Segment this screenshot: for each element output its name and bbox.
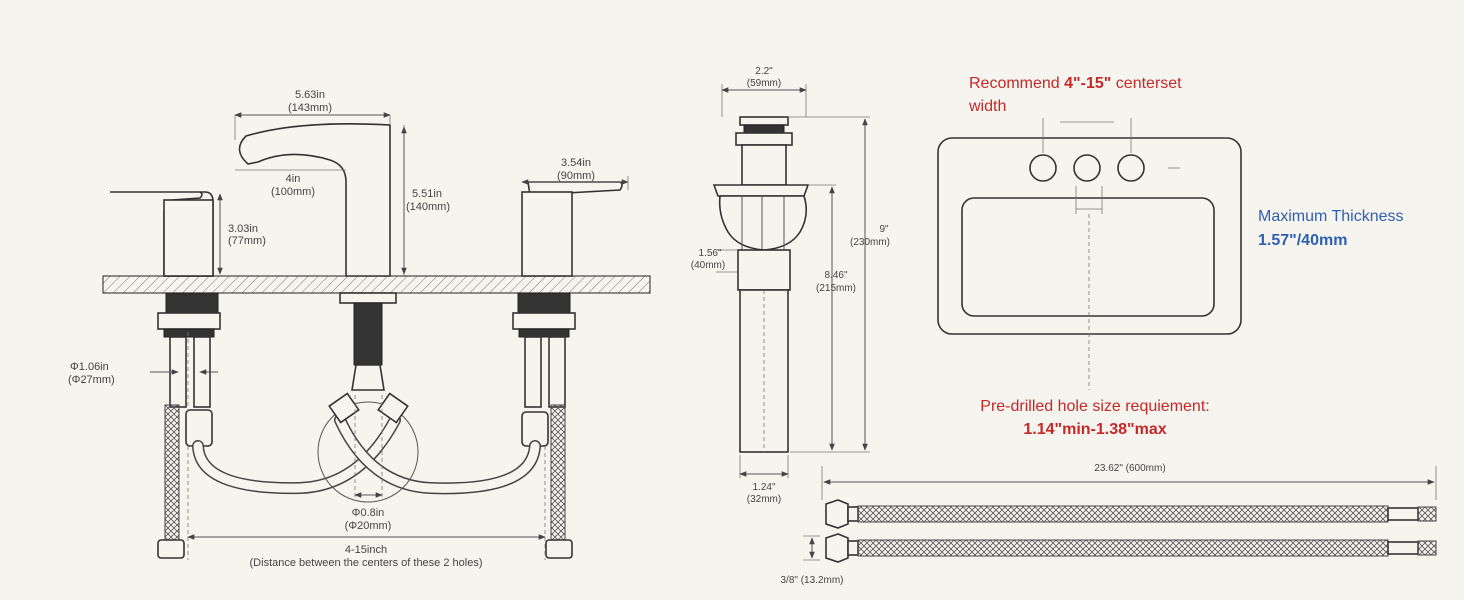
hole-size-value: 1.14"min-1.38"max [1023, 421, 1166, 438]
spout-reach-label: 4in [286, 173, 301, 185]
drain-tail-diameter-label: 1.24" [752, 482, 775, 493]
spread-label: 4-15inch [345, 544, 387, 556]
drain-top-diameter-mm-label: (59mm) [747, 78, 781, 89]
max-thickness-label: Maximum Thickness [1258, 208, 1404, 225]
supply-hoses: 23.62" (600mm) 3/8" (13.2mm) [780, 463, 1437, 586]
drain-body-height-label: 8.46" [824, 270, 847, 281]
tee-diameter-mm-label: (Φ20mm) [345, 520, 392, 532]
connecting-hoses [192, 392, 541, 503]
drain-total-height-mm-label: (230mm) [850, 237, 890, 248]
left-supply-line [164, 404, 180, 542]
faucet-assembly: 5.63in (143mm) 4in (100mm) 5.51in (140mm… [68, 89, 651, 569]
tee-diameter-label: Φ0.8in [352, 507, 385, 519]
right-supply-line [550, 404, 566, 542]
spread-note-label: (Distance between the centers of these 2… [250, 557, 483, 569]
drain-top-diameter-label: 2.2" [755, 66, 773, 77]
handle-width-mm-label: (90mm) [557, 170, 595, 182]
recommend-centerset-label-line2: width [968, 98, 1006, 115]
drain-body-diameter-label: 1.56" [698, 248, 721, 259]
drain-body-height-mm-label: (215mm) [816, 283, 856, 294]
pop-up-drain: 2.2" (59mm) 9" (230mm) 8.46" (215mm) 1.5… [691, 66, 890, 505]
handle-width-label: 3.54in [561, 157, 591, 169]
shank-diameter-mm-label: (Φ27mm) [68, 374, 115, 386]
spout-width-label: 5.63in [295, 89, 325, 101]
max-thickness-value: 1.57"/40mm [1258, 232, 1347, 249]
spout-shank [339, 292, 397, 391]
drain-total-height-label: 9" [879, 224, 889, 235]
hose-2-braid [857, 539, 1389, 557]
spout-reach-mm-label: (100mm) [271, 186, 315, 198]
spout [238, 123, 391, 277]
right-shank [512, 292, 576, 447]
shank-diameter-label: Φ1.06in [70, 361, 109, 373]
drain-body-diameter-mm-label: (40mm) [691, 260, 725, 271]
hose-thread-label: 3/8" (13.2mm) [780, 575, 843, 586]
countertop [102, 275, 651, 294]
hose-1-braid [857, 505, 1389, 523]
hose-length-label: 23.62" (600mm) [1094, 463, 1165, 474]
right-handle [521, 181, 623, 277]
spout-height-label: 5.51in [412, 188, 442, 200]
handle-height-label: 3.03in [228, 223, 258, 235]
handle-height-mm-label: (77mm) [228, 235, 266, 247]
spout-width-mm-label: (143mm) [288, 102, 332, 114]
spout-height-mm-label: (140mm) [406, 201, 450, 213]
sink-top-view: Recommend 4"-15" centerset width Maximum… [937, 75, 1404, 438]
recommend-centerset-label: Recommend 4"-15" centerset [969, 75, 1182, 92]
hole-size-label: Pre-drilled hole size requiement: [980, 398, 1209, 415]
drain-tail-diameter-mm-label: (32mm) [747, 494, 781, 505]
left-handle [110, 191, 214, 277]
left-shank [157, 292, 221, 447]
